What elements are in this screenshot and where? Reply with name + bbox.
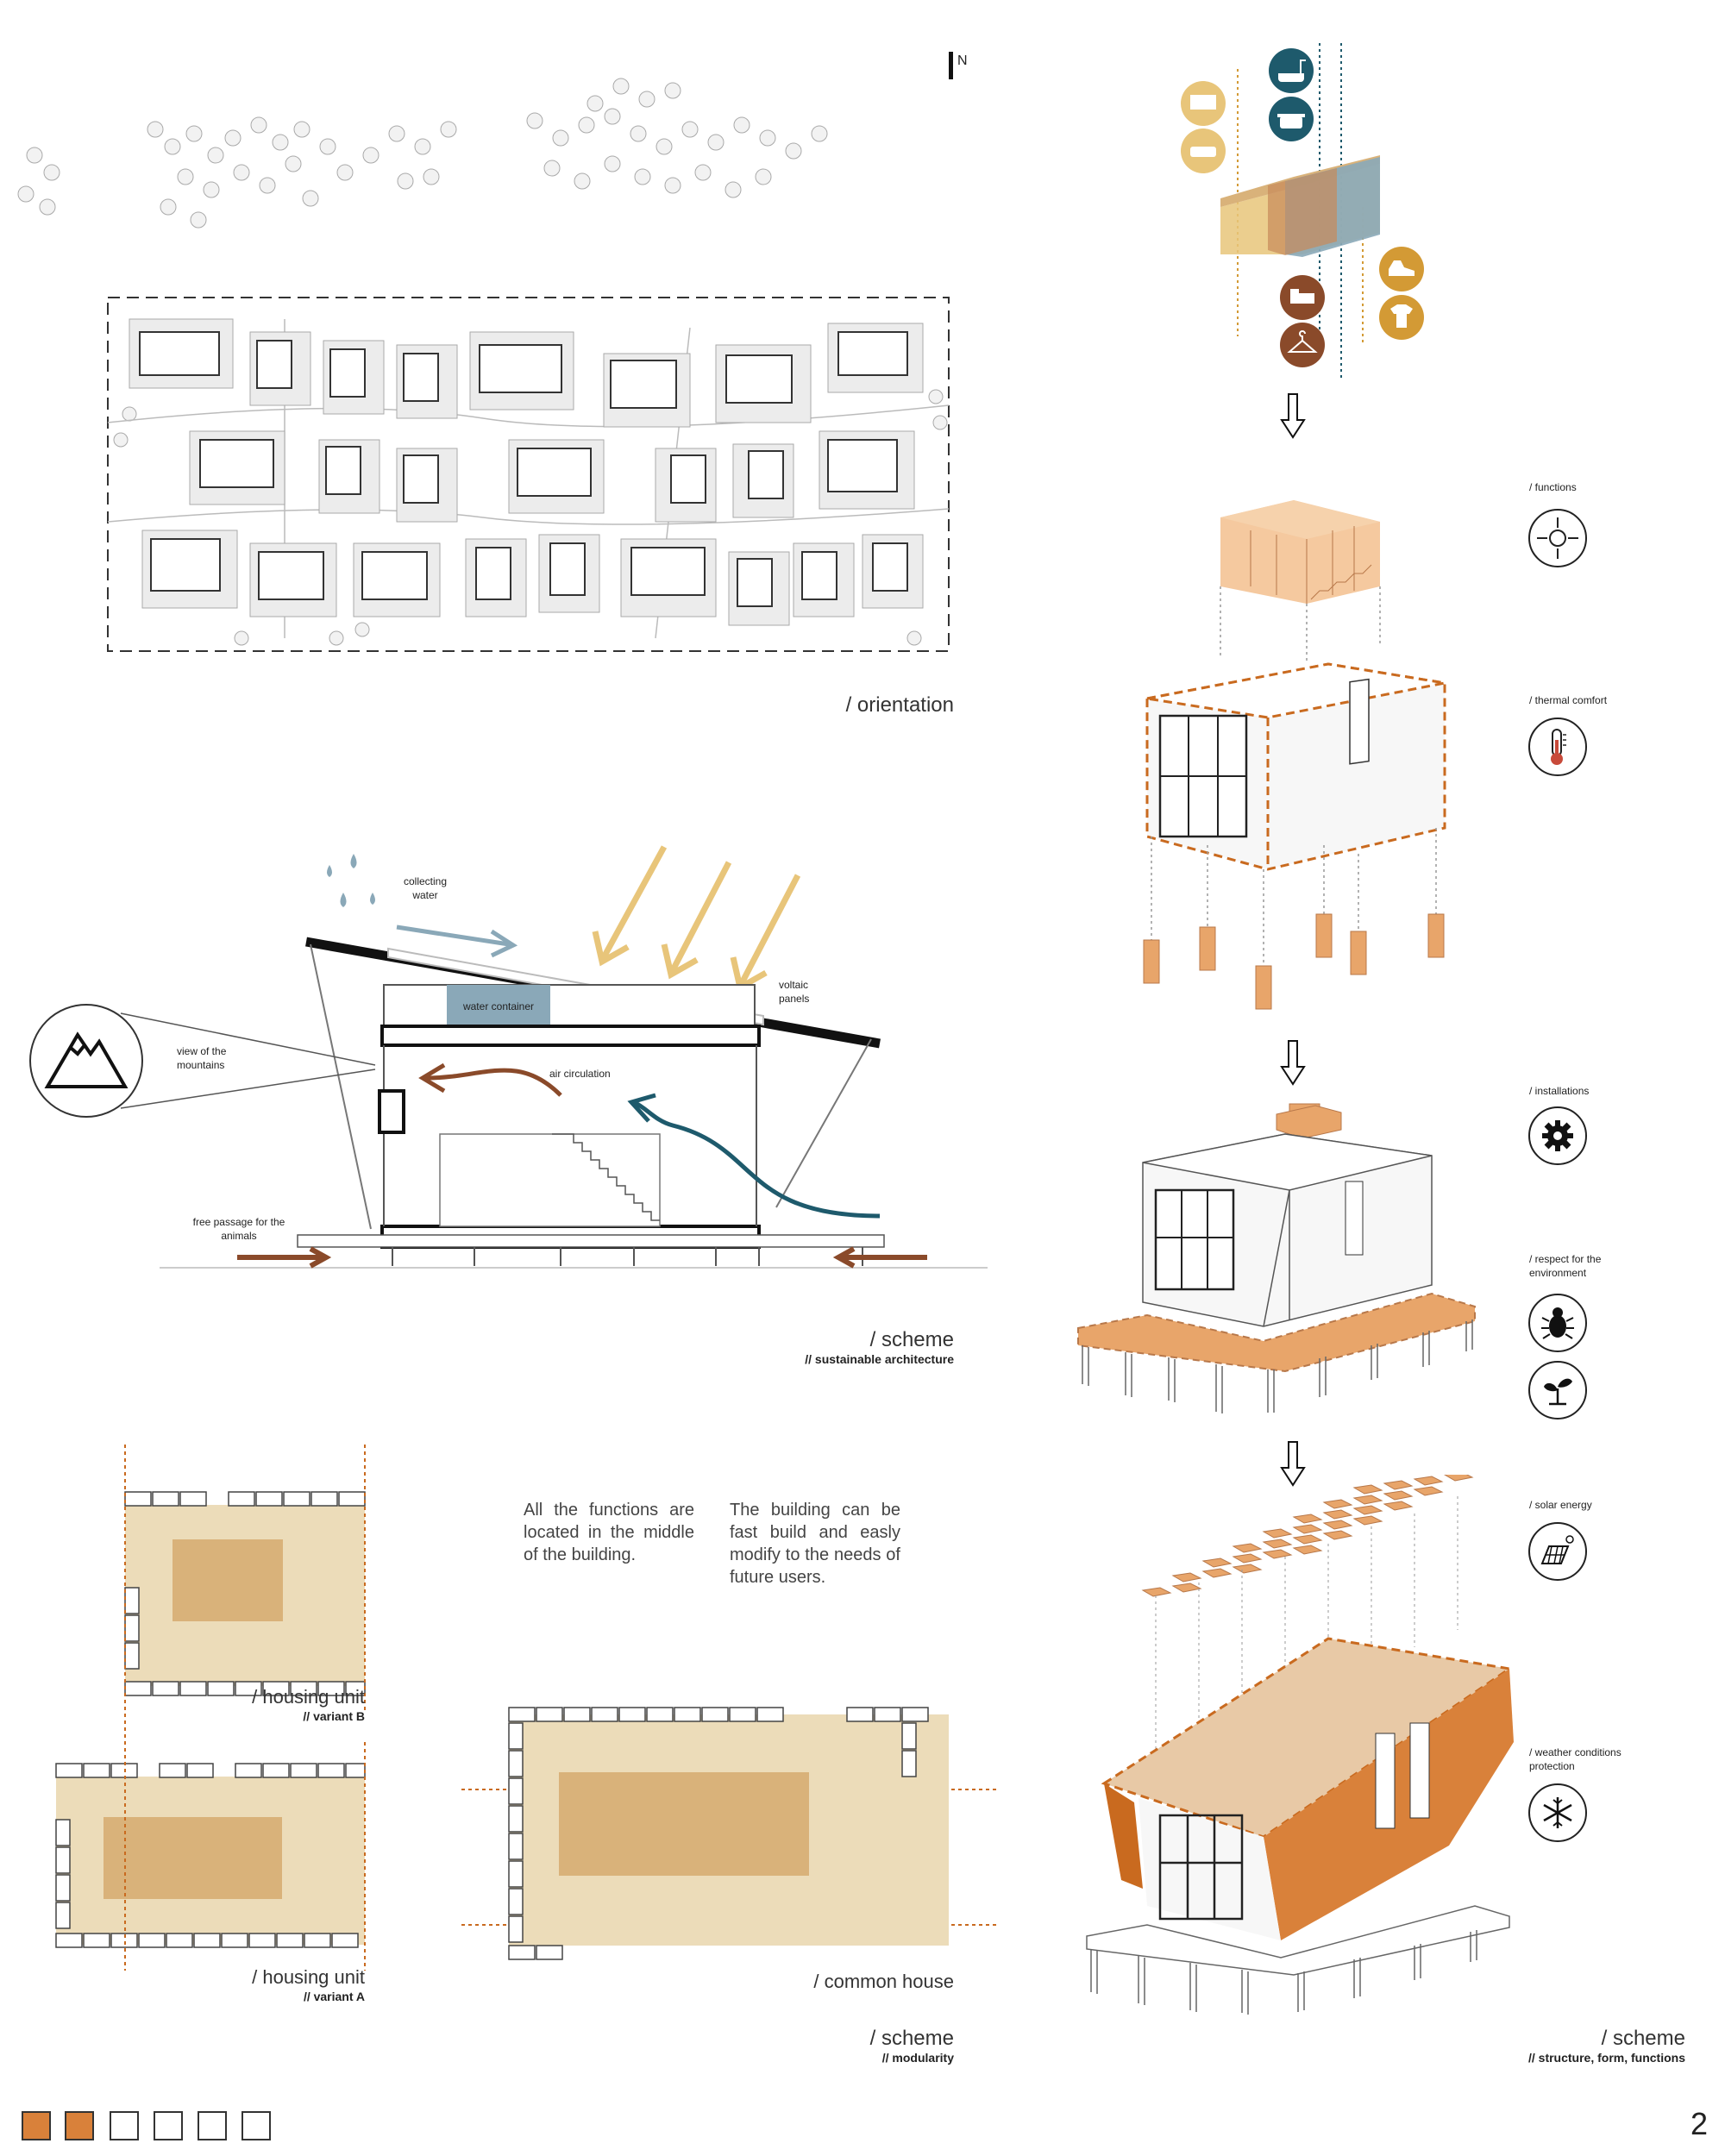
water-container-label: water container xyxy=(462,1000,535,1012)
functions-icon xyxy=(1528,509,1587,567)
snowflake-icon xyxy=(1528,1783,1587,1842)
site-plan xyxy=(17,78,950,652)
voltaic-panels-label: voltaic panels xyxy=(779,979,810,1005)
housing-b-caption: / housing unit xyxy=(252,1686,365,1708)
trees xyxy=(17,78,948,646)
view-mountains-label: view of the mountains xyxy=(177,1045,227,1071)
weather-label: / weather conditions protection xyxy=(1529,1746,1622,1772)
page-indicator-6 xyxy=(242,2111,271,2140)
shirt-icon xyxy=(1379,295,1424,340)
final-form xyxy=(1086,1475,1514,2015)
house-on-deck xyxy=(1077,1103,1476,1413)
section-diagram xyxy=(29,845,988,1269)
function-diagram xyxy=(1181,43,1424,379)
plant-icon xyxy=(1528,1361,1587,1420)
page-indicator-5 xyxy=(198,2111,227,2140)
scheme-modularity-caption: / scheme xyxy=(869,2027,954,2050)
paragraph-fast-build: The building can be fast build and easly… xyxy=(730,1501,900,1587)
sofa-icon xyxy=(1181,128,1226,173)
north-compass: N xyxy=(942,52,976,86)
solar-panel-icon xyxy=(1528,1522,1587,1581)
functions-label: / functions xyxy=(1529,481,1577,493)
housing-a-subcaption: // variant A xyxy=(303,1990,365,2003)
down-arrow-3 xyxy=(1280,1441,1306,1487)
shoe-icon xyxy=(1379,247,1424,291)
page-number: 2 xyxy=(1690,2106,1708,2141)
free-passage-label: free passage for the animals xyxy=(192,1216,285,1242)
houses xyxy=(129,318,924,626)
common-house-caption: / common house xyxy=(813,1971,954,1992)
thermal-comfort-label: / thermal comfort xyxy=(1529,694,1608,706)
solar-energy-label: / solar energy xyxy=(1529,1499,1592,1511)
hanger-icon xyxy=(1280,323,1325,367)
modularity-subcaption: // modularity xyxy=(881,2051,954,2065)
exploded-structure xyxy=(1143,500,1446,1010)
sustainable-subcaption: // sustainable architecture xyxy=(805,1352,954,1366)
page-indicator-3 xyxy=(110,2111,139,2140)
page-indicator-4 xyxy=(154,2111,183,2140)
installations-label: / installations xyxy=(1529,1085,1590,1097)
sofa-icon xyxy=(1181,81,1226,126)
collecting-water-label: collecting water xyxy=(403,875,448,901)
bug-icon xyxy=(1528,1294,1587,1352)
structure-subcaption: // structure, form, functions xyxy=(1527,2051,1685,2065)
mountain-icon xyxy=(44,1031,129,1088)
housing-a-caption: / housing unit xyxy=(252,1966,365,1988)
down-arrow-2 xyxy=(1280,1040,1306,1086)
scheme-sustainable-caption: / scheme xyxy=(869,1328,954,1351)
bed-icon xyxy=(1280,275,1325,320)
housing-b-subcaption: // variant B xyxy=(303,1709,365,1723)
north-label: N xyxy=(957,53,968,68)
water-drops-icon xyxy=(327,854,375,907)
modularity-plans xyxy=(55,1445,996,1971)
respect-env-label: / respect for the environment xyxy=(1529,1253,1602,1279)
paragraph-functions-middle: All the functions are located in the mid… xyxy=(524,1501,694,1564)
air-circulation-label: air circulation xyxy=(549,1068,611,1080)
down-arrow-1 xyxy=(1280,393,1306,439)
orientation-caption: / orientation xyxy=(845,693,954,717)
scheme-structure-caption: / scheme xyxy=(1601,2027,1685,2050)
page-indicator-1 xyxy=(22,2111,51,2140)
thermometer-icon xyxy=(1528,718,1587,776)
pot-icon xyxy=(1269,97,1314,141)
page-indicator-2 xyxy=(65,2111,94,2140)
bath-icon xyxy=(1269,48,1314,93)
gear-icon xyxy=(1528,1106,1587,1165)
